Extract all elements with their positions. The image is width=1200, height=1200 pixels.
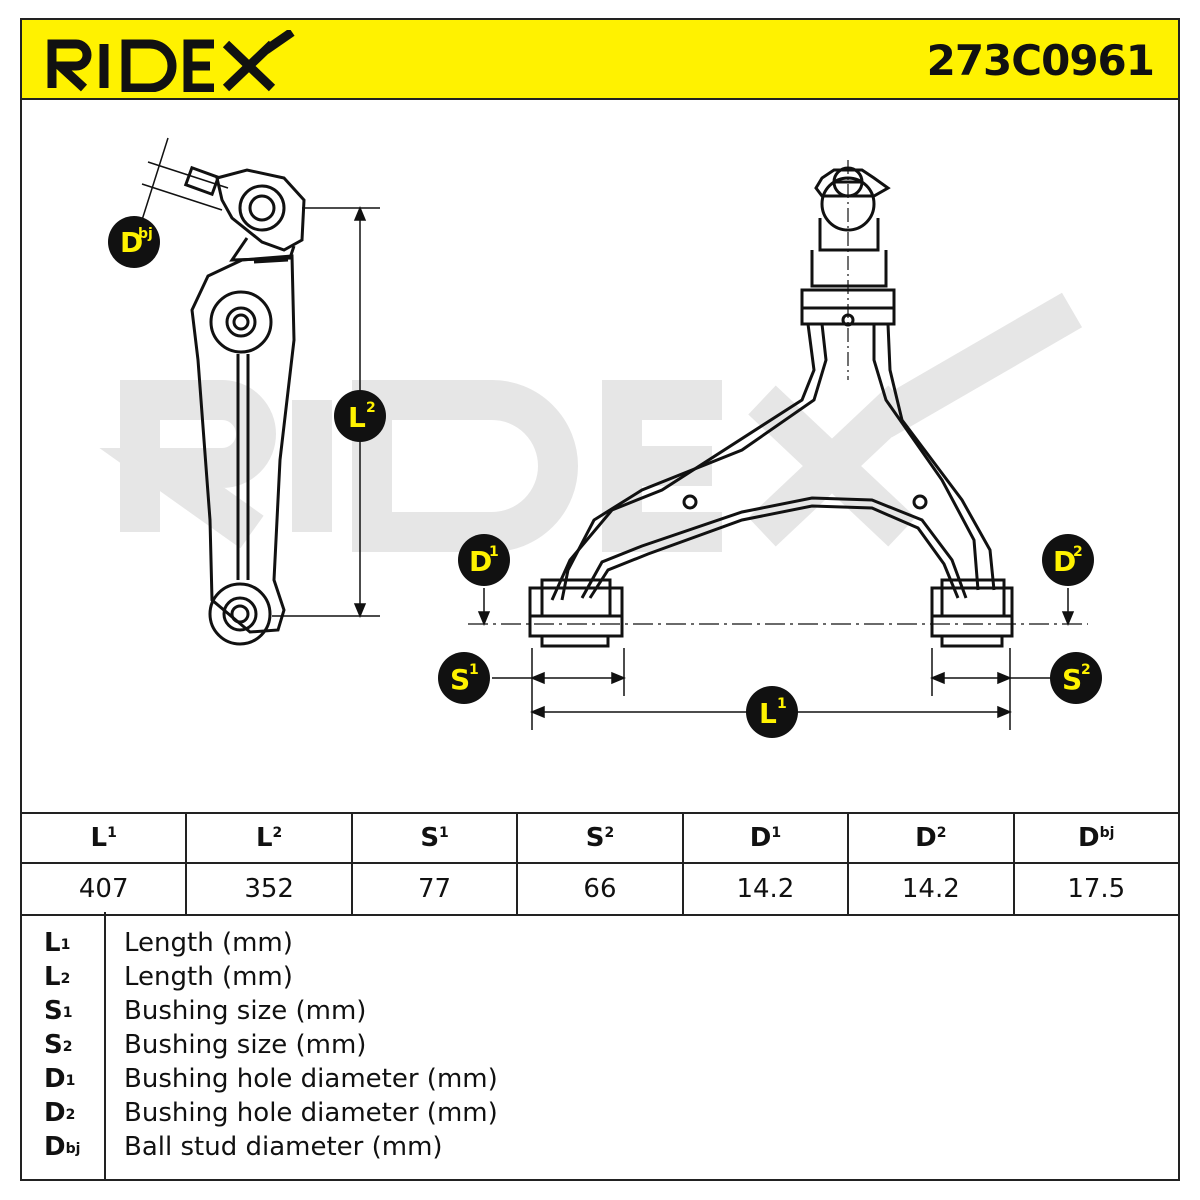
svg-text:L: L [759, 697, 777, 730]
legend-divider [104, 912, 106, 1181]
legend-item: Dbj Ball stud diameter (mm) [20, 1130, 1180, 1164]
legend: L1 Length (mm) L2 Length (mm) S1 Bushing… [20, 912, 1180, 1181]
legend-item: D2 Bushing hole diameter (mm) [20, 1096, 1180, 1130]
technical-drawing: D bj L 2 D 1 D 2 S 1 S 2 L 1 [99, 137, 1102, 738]
legend-key: S2 [44, 1030, 73, 1060]
badge-d2: D 2 [1042, 534, 1094, 586]
header-d1: D1 [681, 812, 850, 864]
side-view-arm [183, 165, 306, 646]
svg-text:D: D [469, 545, 492, 578]
specs-table: L1 L2 S1 S2 D1 D2 Dbj 407 352 77 66 14.2… [19, 812, 1181, 916]
svg-text:bj: bj [138, 226, 153, 242]
d-dimension-arrows [477, 588, 1075, 626]
legend-text: Bushing hole diameter (mm) [124, 1098, 498, 1128]
header-d2: D2 [847, 812, 1015, 864]
svg-text:2: 2 [1073, 544, 1083, 560]
legend-item: L2 Length (mm) [20, 960, 1180, 994]
legend-item: L1 Length (mm) [20, 926, 1180, 960]
legend-key: L1 [44, 928, 71, 958]
legend-item: S1 Bushing size (mm) [20, 994, 1180, 1028]
header-s1: S1 [350, 812, 519, 864]
svg-text:1: 1 [469, 662, 479, 678]
value-dbj: 17.5 [1012, 862, 1181, 916]
legend-text: Bushing hole diameter (mm) [124, 1064, 498, 1094]
legend-item: D1 Bushing hole diameter (mm) [20, 1062, 1180, 1096]
legend-key: L2 [44, 962, 71, 992]
legend-key: Dbj [44, 1132, 81, 1162]
svg-text:2: 2 [1081, 662, 1091, 678]
svg-text:S: S [1062, 663, 1082, 696]
specs-header-row: L1 L2 S1 S2 D1 D2 Dbj [19, 812, 1181, 864]
dbj-dimension [141, 137, 229, 221]
svg-text:2: 2 [366, 400, 376, 416]
legend-text: Ball stud diameter (mm) [124, 1132, 443, 1162]
svg-text:S: S [450, 663, 470, 696]
badge-l1: L 1 [746, 686, 798, 738]
part-number: 273C0961 [926, 36, 1155, 85]
value-l2: 352 [185, 862, 353, 916]
badge-s1: S 1 [438, 652, 490, 704]
value-d1: 14.2 [681, 862, 850, 916]
legend-key: D2 [44, 1098, 76, 1128]
svg-text:D: D [1053, 545, 1076, 578]
value-d2: 14.2 [847, 862, 1015, 916]
svg-text:D: D [120, 226, 143, 259]
ridex-logo [47, 30, 295, 92]
badge-s2: S 2 [1050, 652, 1102, 704]
watermark-logo [99, 292, 1083, 552]
header-l2: L2 [185, 812, 353, 864]
badge-dbj: D bj [108, 216, 160, 268]
svg-text:1: 1 [777, 696, 787, 712]
header-s2: S2 [516, 812, 684, 864]
value-l1: 407 [19, 862, 188, 916]
legend-item: S2 Bushing size (mm) [20, 1028, 1180, 1062]
header-bar: 273C0961 [20, 18, 1180, 100]
header-dbj: Dbj [1012, 812, 1181, 864]
specs-value-row: 407 352 77 66 14.2 14.2 17.5 [19, 862, 1181, 916]
legend-text: Bushing size (mm) [124, 996, 367, 1026]
legend-key: S1 [44, 996, 73, 1026]
svg-text:L: L [348, 401, 366, 434]
value-s2: 66 [516, 862, 684, 916]
top-view-arm [528, 160, 1014, 648]
legend-text: Length (mm) [124, 962, 293, 992]
svg-text:1: 1 [489, 544, 499, 560]
badge-d1: D 1 [458, 534, 510, 586]
legend-text: Bushing size (mm) [124, 1030, 367, 1060]
legend-text: Length (mm) [124, 928, 293, 958]
badge-l2: L 2 [334, 390, 386, 442]
legend-key: D1 [44, 1064, 76, 1094]
value-s1: 77 [350, 862, 519, 916]
header-l1: L1 [19, 812, 188, 864]
